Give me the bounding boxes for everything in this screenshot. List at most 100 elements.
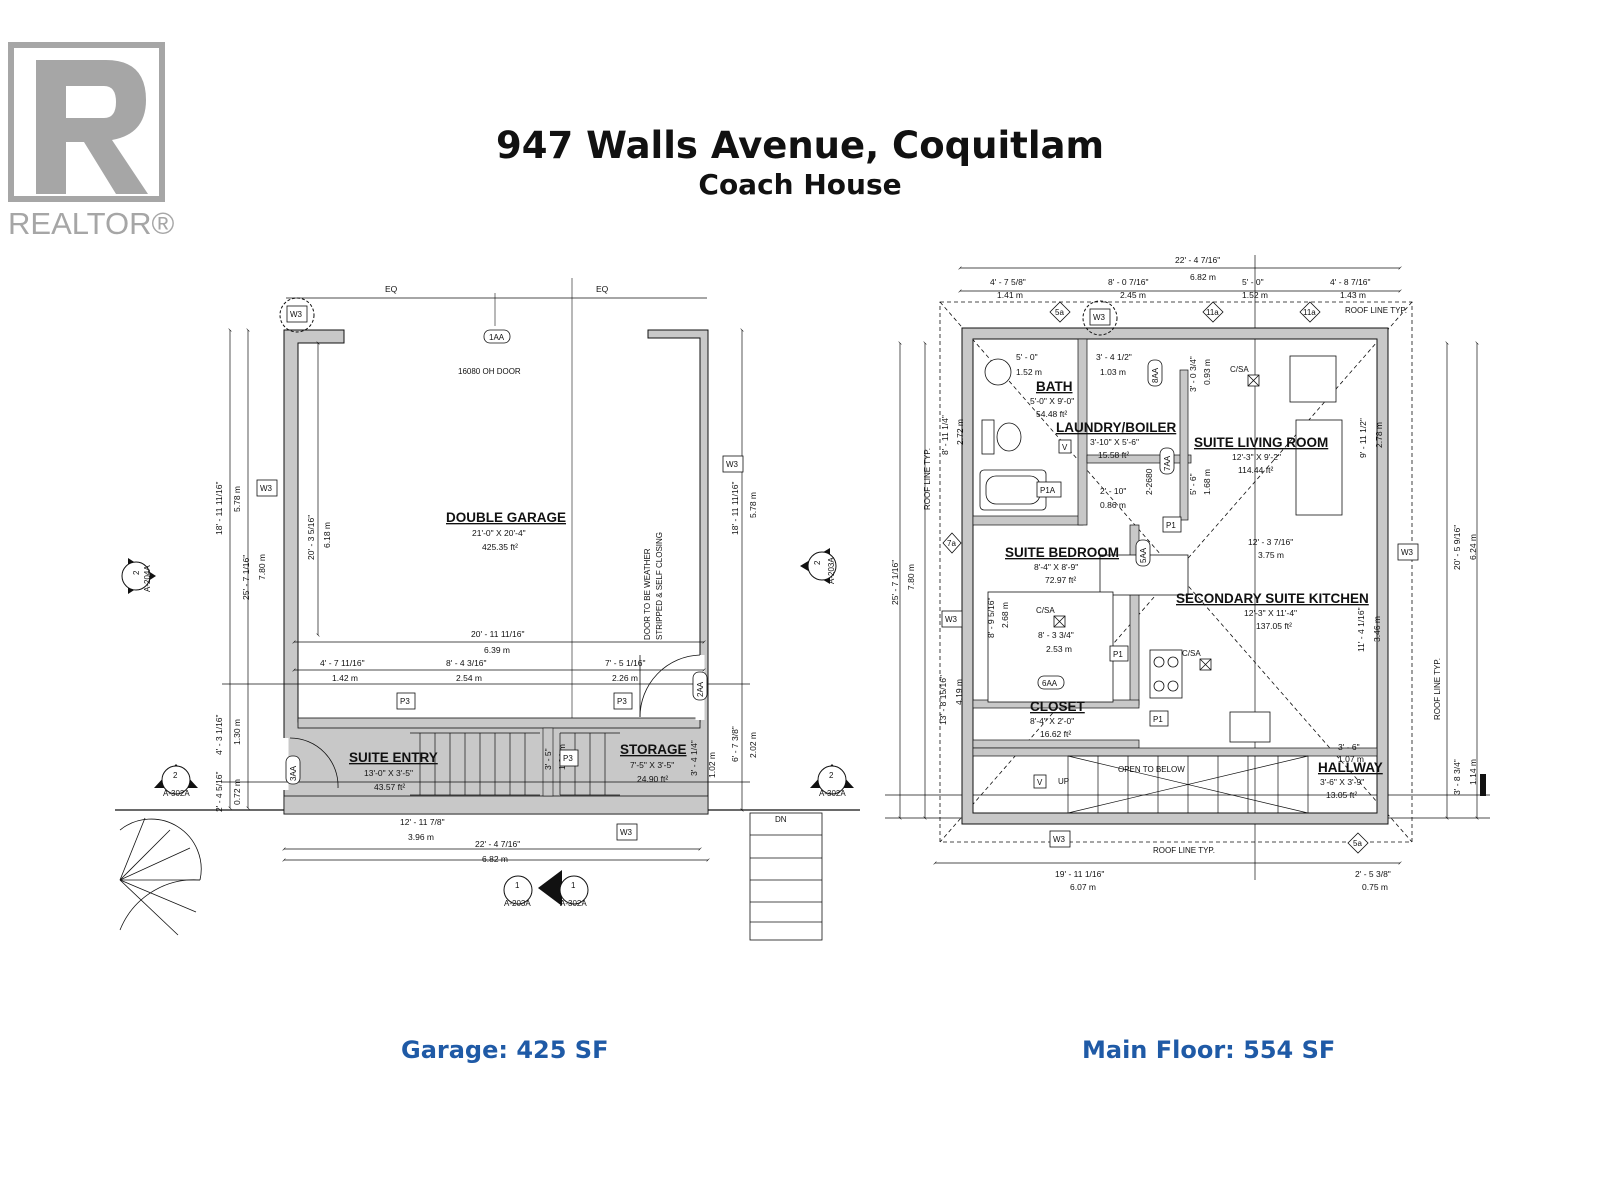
realtor-logo: REALTOR® xyxy=(8,42,175,241)
closet-wall xyxy=(972,739,1140,749)
main-top3-m: 1.52 m xyxy=(1242,290,1268,300)
bedroom-label: SUITE BEDROOM xyxy=(1005,545,1119,560)
door-tag-3aa: 3AA xyxy=(285,755,301,785)
kitchen-label: SECONDARY SUITE KITCHEN xyxy=(1176,591,1369,606)
laundry-label: LAUNDRY/BOILER xyxy=(1056,420,1176,435)
floor-plans: EQ EQ xyxy=(115,255,1490,941)
section-marker: 1 A-302A xyxy=(559,875,589,908)
svg-text:W3: W3 xyxy=(1053,835,1066,844)
window-tag-5a: 5a xyxy=(1049,301,1071,323)
garage-eq-right: EQ xyxy=(596,284,609,294)
garage-area-label: Garage: 425 SF xyxy=(401,1036,609,1064)
p1-tag: P1 xyxy=(1162,516,1182,533)
code-2680: 2-2680 xyxy=(1144,468,1154,495)
svg-text:C/SA: C/SA xyxy=(1036,606,1055,615)
svg-text:P3: P3 xyxy=(563,754,573,763)
closet-dims: 8'-4" X 2'-0" xyxy=(1030,716,1074,726)
laundry-step-m: 0.86 m xyxy=(1100,500,1126,510)
bath-height: 8' - 11 1/4" xyxy=(940,415,950,455)
main-top4: 4' - 8 7/16" xyxy=(1330,277,1371,287)
door-tag-1aa: 1AA xyxy=(483,329,511,344)
main-top4-m: 1.43 m xyxy=(1340,290,1366,300)
roof-line-note: ROOF LINE TYP. xyxy=(923,448,932,510)
svg-text:P1A: P1A xyxy=(1040,486,1056,495)
svg-text:1: 1 xyxy=(571,881,576,890)
svg-text:6AA: 6AA xyxy=(1042,679,1058,688)
storage-height-m: 1.02 m xyxy=(707,752,717,778)
window-tag-11a: 11a xyxy=(1299,301,1321,323)
realtor-r-icon xyxy=(8,42,165,202)
p1-tag: P1 xyxy=(1149,710,1169,727)
svg-text:11a: 11a xyxy=(1206,308,1219,317)
w3-tag: W3 xyxy=(1082,300,1118,336)
laundry-width-m: 1.03 m xyxy=(1100,367,1126,377)
svg-text:V: V xyxy=(1037,778,1043,787)
roof-line-note: ROOF LINE TYP. xyxy=(1153,846,1215,855)
svg-text:A-302A: A-302A xyxy=(819,789,846,798)
laundry-step: 2' - 10" xyxy=(1100,486,1126,496)
main-floor-plan: 22' - 4 7/16" 6.82 m 4' - 7 5/8" 1.41 m … xyxy=(885,255,1490,892)
smoke-alarm-icon: C/SA xyxy=(1182,649,1212,671)
section-marker: 2 A-204A xyxy=(121,558,156,594)
living-label: SUITE LIVING ROOM xyxy=(1194,435,1328,450)
svg-text:A-302A: A-302A xyxy=(560,899,587,908)
main-walls xyxy=(961,327,1389,825)
svg-text:2: 2 xyxy=(829,771,834,780)
svg-text:8AA: 8AA xyxy=(1151,367,1160,383)
garage-right-a-m: 5.78 m xyxy=(748,492,758,518)
living-width: 12' - 3 7/16" xyxy=(1248,537,1293,547)
garage-seg3: 7' - 5 1/16" xyxy=(605,658,646,668)
hall-marker xyxy=(1480,774,1486,796)
garage-seg1: 4' - 7 11/16" xyxy=(320,658,365,668)
svg-text:W3: W3 xyxy=(945,615,958,624)
svg-text:C/SA: C/SA xyxy=(1230,365,1249,374)
oh-door-note: 16080 OH DOOR xyxy=(458,367,521,376)
garage-seg3-m: 2.26 m xyxy=(612,673,638,683)
garage-seg2: 8' - 4 3/16" xyxy=(446,658,487,668)
svg-text:5a: 5a xyxy=(1353,839,1362,848)
stair-up-label: UP xyxy=(1058,777,1069,786)
main-left-total: 25' - 7 1/16" xyxy=(890,560,900,605)
window-tag-7a: 7a xyxy=(942,532,962,554)
garage-right-b-m: 2.02 m xyxy=(748,732,758,758)
living-height: 9' - 11 1/2" xyxy=(1358,418,1368,458)
kitchen-area: 137.05 ft² xyxy=(1256,621,1292,631)
svg-text:7a: 7a xyxy=(947,539,956,548)
realtor-wordmark: REALTOR® xyxy=(8,206,175,241)
w3-tag: W3 xyxy=(722,455,744,473)
garage-seg1-m: 1.42 m xyxy=(332,673,358,683)
w3-tag: W3 xyxy=(279,297,315,333)
hall-width: 3' - 6" xyxy=(1338,742,1360,752)
page-subtitle: Coach House xyxy=(698,168,902,201)
main-right-total-m: 6.24 m xyxy=(1468,534,1478,560)
garage-left-a-m: 5.78 m xyxy=(232,486,242,512)
w3-tag: W3 xyxy=(616,823,638,841)
suite-entry-dims: 13'-0" X 3'-5" xyxy=(364,768,413,778)
main-bottom1-m: 6.07 m xyxy=(1070,882,1096,892)
w3-tag: W3 xyxy=(1397,543,1419,561)
window-tag-5a: 5a xyxy=(1347,832,1369,854)
svg-text:A-203A: A-203A xyxy=(504,899,531,908)
svg-text:W3: W3 xyxy=(620,828,633,837)
laundry-width: 3' - 4 1/2" xyxy=(1096,352,1132,362)
section-marker: 2 A-203A xyxy=(800,548,837,584)
bath-width: 5' - 0" xyxy=(1016,352,1038,362)
double-garage-dims: 21'-0" X 20'-4" xyxy=(472,528,526,538)
living-height-m: 2.78 m xyxy=(1374,422,1384,448)
door-tag-7aa: 7AA xyxy=(1159,447,1175,475)
garage-plan: EQ EQ xyxy=(115,278,860,941)
door-tag-5aa: 5AA xyxy=(1135,539,1151,567)
door-note-2: STRIPPED & SELF CLOSING xyxy=(655,532,664,640)
laundry-height: 5' - 6" xyxy=(1188,473,1198,495)
svg-text:P3: P3 xyxy=(400,697,410,706)
vent-tag: V xyxy=(1058,439,1072,454)
p3-tag: P3 xyxy=(396,692,416,710)
bathroom-fixtures xyxy=(979,358,1047,511)
main-bottom2-m: 0.75 m xyxy=(1362,882,1388,892)
svg-text:7AA: 7AA xyxy=(1163,455,1172,471)
svg-text:A-203A: A-203A xyxy=(827,557,836,584)
suite-entry-area: 43.57 ft² xyxy=(374,782,405,792)
door-note-1: DOOR TO BE WEATHER xyxy=(643,548,652,640)
p3-tag: P3 xyxy=(613,692,633,710)
main-top1: 4' - 7 5/8" xyxy=(990,277,1026,287)
